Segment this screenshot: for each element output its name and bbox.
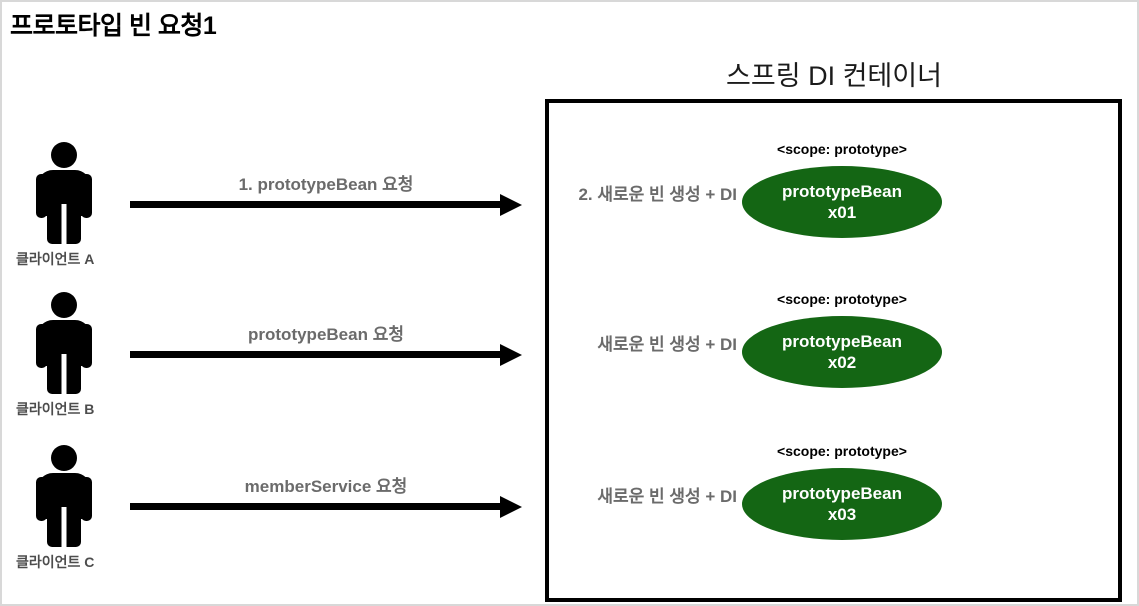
- page-title: 프로토타입 빈 요청1: [10, 12, 217, 40]
- bean-2-note: 새로운 빈 생성 + DI: [597, 335, 737, 354]
- client-b: 클라이언트 B: [16, 292, 136, 419]
- person-legs-split: [61, 507, 67, 547]
- bean-1-note: 2. 새로운 빈 생성 + DI: [578, 185, 737, 204]
- bean-1-ellipse: prototypeBean x01: [742, 166, 942, 238]
- person-legs-split: [61, 354, 67, 394]
- bean-1-instance: x01: [827, 203, 857, 222]
- bean-2-name: prototypeBean: [782, 331, 902, 351]
- person-arm-right: [81, 174, 92, 218]
- client-c: 클라이언트 C: [16, 445, 136, 572]
- bean-2-scope: <scope: prototype>: [777, 291, 907, 307]
- person-head: [51, 445, 77, 471]
- arrow-head: [500, 496, 522, 518]
- bean-3-scope: <scope: prototype>: [777, 443, 907, 459]
- bean-1-scope: <scope: prototype>: [777, 141, 907, 157]
- person-icon: [36, 142, 92, 244]
- person-arm-left: [36, 477, 47, 521]
- client-a-label: 클라이언트 A: [16, 251, 95, 267]
- bean-2-instance: x02: [827, 353, 857, 372]
- client-c-label: 클라이언트 C: [16, 554, 95, 570]
- bean-3-note: 새로운 빈 생성 + DI: [597, 487, 737, 506]
- arrow-head: [500, 194, 522, 216]
- person-arm-left: [36, 174, 47, 218]
- person-icon: [36, 292, 92, 394]
- bean-2-ellipse: prototypeBean x02: [742, 316, 942, 388]
- client-a: 클라이언트 A: [16, 142, 136, 269]
- person-arm-right: [81, 324, 92, 368]
- person-legs-split: [61, 204, 67, 244]
- bean-3-ellipse: prototypeBean x03: [742, 468, 942, 540]
- arrow-shaft: [130, 503, 502, 510]
- arrow-right-icon: [130, 496, 522, 518]
- bean-1-name: prototypeBean: [782, 181, 902, 201]
- client-b-label: 클라이언트 B: [16, 401, 95, 417]
- bean-3-name: prototypeBean: [782, 483, 902, 503]
- person-icon: [36, 445, 92, 547]
- arrow-right-icon: [130, 344, 522, 366]
- bean-3-instance: x03: [827, 505, 857, 524]
- arrow-3-label: memberService 요청: [244, 477, 408, 496]
- person-arm-left: [36, 324, 47, 368]
- person-arm-right: [81, 477, 92, 521]
- arrow-right-icon: [130, 194, 522, 216]
- arrow-shaft: [130, 201, 502, 208]
- di-container-heading: 스프링 DI 컨테이너: [726, 61, 942, 91]
- person-head: [51, 142, 77, 168]
- arrow-shaft: [130, 351, 502, 358]
- arrow-head: [500, 344, 522, 366]
- arrow-2-label: prototypeBean 요청: [248, 325, 404, 344]
- arrow-1-label: 1. prototypeBean 요청: [238, 175, 414, 194]
- person-head: [51, 292, 77, 318]
